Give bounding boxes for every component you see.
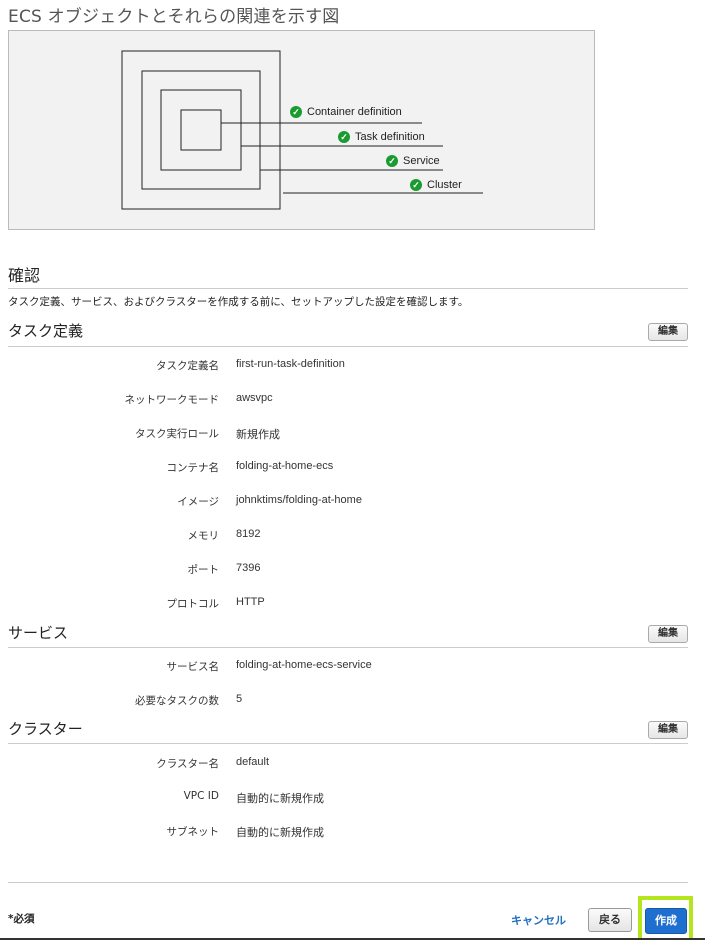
check-icon: ✓ xyxy=(410,179,422,191)
service-label: ✓ Service xyxy=(386,155,440,167)
detail-value: HTTP xyxy=(236,596,265,608)
task-definition-title: タスク定義 xyxy=(8,322,84,340)
detail-key: メモリ xyxy=(187,530,220,542)
detail-value: 7396 xyxy=(236,562,261,574)
detail-value: folding-at-home-ecs xyxy=(236,460,334,472)
cluster-section-header: クラスター 編集 xyxy=(8,718,688,744)
required-note: *必須 xyxy=(8,913,35,925)
detail-value: 5 xyxy=(236,693,243,705)
detail-key: ネットワークモード xyxy=(124,394,220,406)
cluster-title: クラスター xyxy=(8,720,83,738)
page-title: ECS オブジェクトとそれらの関連を示す図 xyxy=(8,7,340,27)
detail-value: folding-at-home-ecs-service xyxy=(236,659,372,671)
confirm-description: タスク定義、サービス、およびクラスターを作成する前に、セットアップした設定を確認… xyxy=(8,296,469,308)
detail-key: タスク定義名 xyxy=(156,360,219,372)
detail-value: johnktims/folding-at-home xyxy=(236,494,362,506)
detail-key: タスク実行ロール xyxy=(135,428,219,440)
check-icon: ✓ xyxy=(338,131,350,143)
create-button[interactable]: 作成 xyxy=(645,908,687,934)
detail-key: イメージ xyxy=(177,496,219,508)
task-definition-section-header: タスク定義 編集 xyxy=(8,320,688,347)
detail-key: サブネット xyxy=(166,826,220,838)
service-box xyxy=(141,70,261,190)
task-definition-label: ✓ Task definition xyxy=(338,131,425,143)
footer-divider xyxy=(8,882,688,883)
create-button-highlight: 作成 xyxy=(638,896,693,940)
detail-value: 自動的に新規作成 xyxy=(236,827,324,839)
detail-value: first-run-task-definition xyxy=(236,358,345,370)
cluster-edit-button[interactable]: 編集 xyxy=(648,721,688,739)
bottom-edge xyxy=(0,938,705,940)
service-section-header: サービス 編集 xyxy=(8,622,688,648)
detail-key: ポート xyxy=(187,564,220,576)
detail-value: 新規作成 xyxy=(236,429,280,441)
cluster-box xyxy=(121,50,281,210)
cancel-link[interactable]: キャンセル xyxy=(511,914,566,927)
detail-value: 8192 xyxy=(236,528,261,540)
service-edit-button[interactable]: 編集 xyxy=(648,625,688,643)
confirm-title: 確認 xyxy=(8,266,41,285)
ecs-objects-diagram: ✓ Container definition ✓ Task definition… xyxy=(8,30,595,230)
check-icon: ✓ xyxy=(386,155,398,167)
detail-key: クラスター名 xyxy=(156,758,219,770)
detail-key: プロトコル xyxy=(166,598,220,610)
task-definition-edit-button[interactable]: 編集 xyxy=(648,323,688,341)
back-button[interactable]: 戻る xyxy=(588,908,632,932)
detail-value: default xyxy=(236,756,270,768)
detail-value: 自動的に新規作成 xyxy=(236,793,324,805)
container-definition-label: ✓ Container definition xyxy=(290,106,402,118)
cluster-label: ✓ Cluster xyxy=(410,179,462,191)
detail-key: コンテナ名 xyxy=(166,462,220,474)
detail-key: VPC ID xyxy=(183,790,219,802)
detail-key: サービス名 xyxy=(166,661,220,673)
diagram-drawing xyxy=(121,50,483,210)
detail-value: awsvpc xyxy=(236,392,273,404)
task-definition-box xyxy=(160,89,242,171)
check-icon: ✓ xyxy=(290,106,302,118)
service-title: サービス xyxy=(8,624,69,642)
container-definition-box xyxy=(180,109,222,151)
confirm-section-header: 確認 xyxy=(8,262,688,289)
detail-key: 必要なタスクの数 xyxy=(135,695,219,707)
